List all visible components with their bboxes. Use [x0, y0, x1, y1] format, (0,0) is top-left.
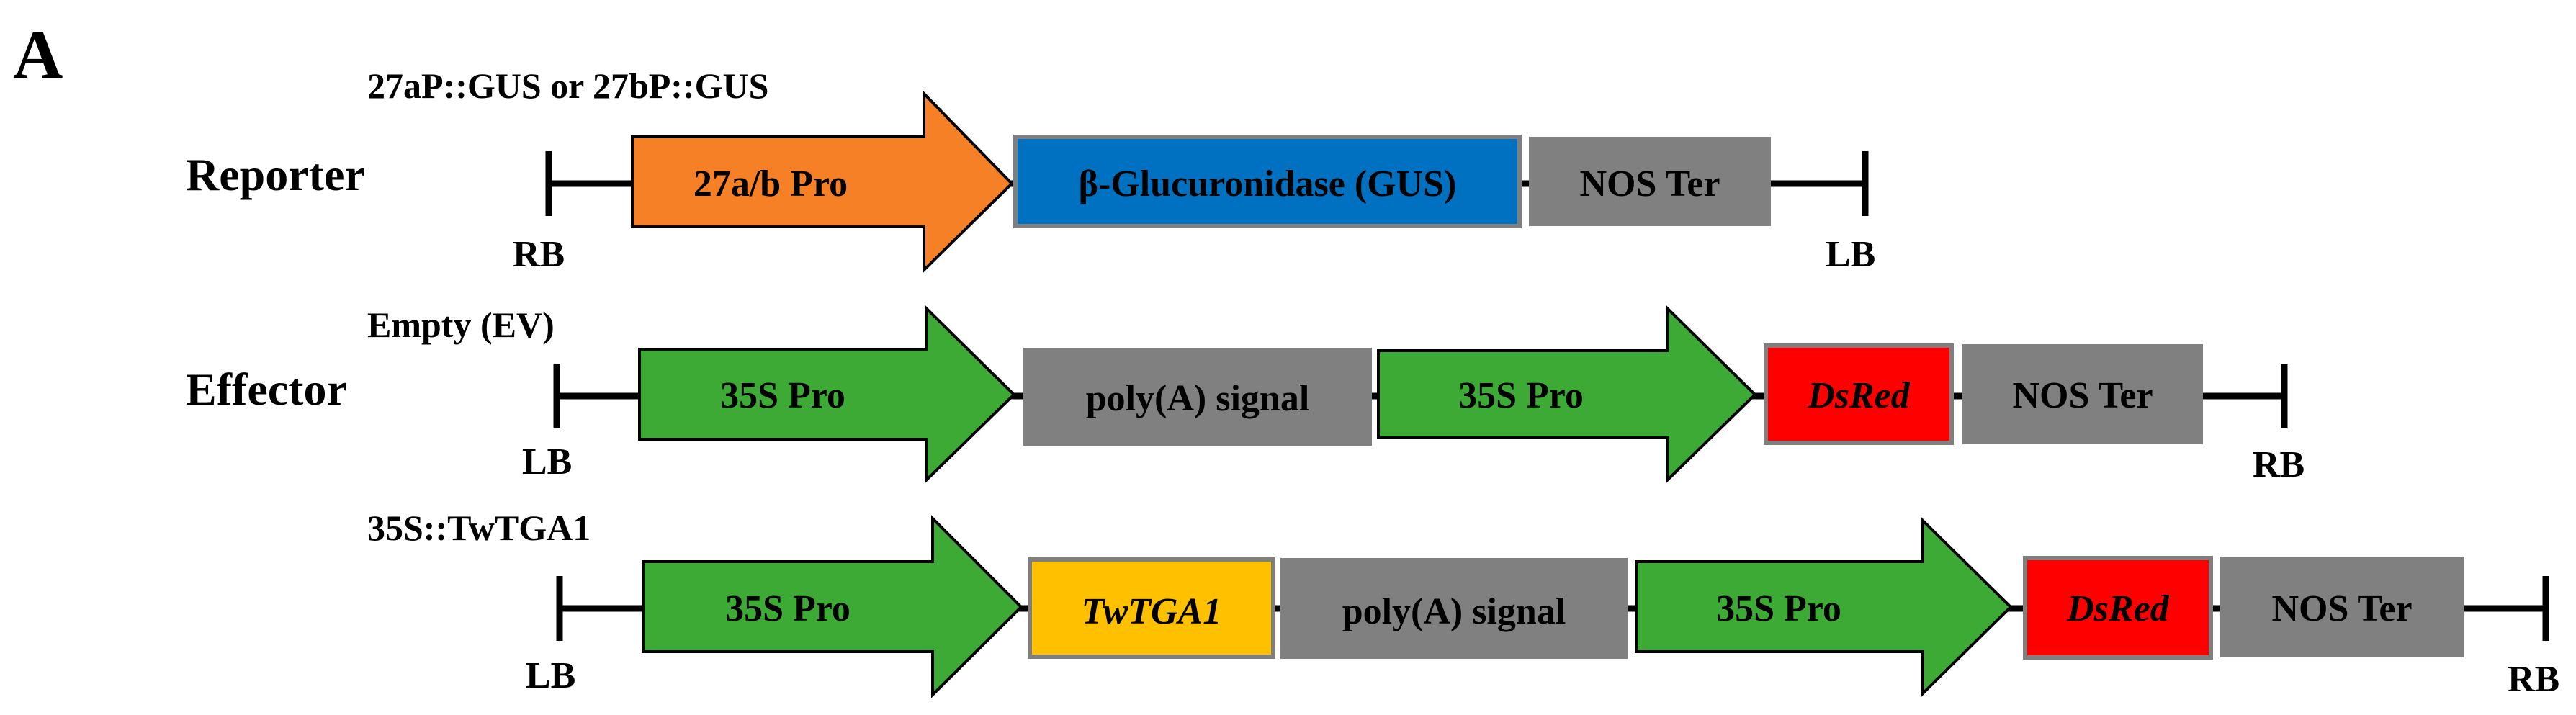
effector-empty-dsred-box: [1764, 343, 1954, 445]
reporter-terminator-label: NOS Ter: [1579, 163, 1720, 204]
reporter-right-border-label: LB: [1826, 234, 1875, 275]
reporter-construct: 27aP::GUS or 27bP::GUS Reporter RB LB 27…: [186, 66, 1875, 275]
effector-empty-construct-label: Empty (EV): [367, 305, 555, 345]
effector-tga1-left-border-label: LB: [526, 655, 575, 696]
effector-tga1-promoter2-label: 35S Pro: [1716, 588, 1841, 629]
effector-tga1-terminator-box: [2220, 557, 2464, 657]
reporter-gus-box: [1013, 135, 1522, 228]
effector-tga1-promoter1-label: 35S Pro: [725, 588, 851, 629]
effector-tga1-construct: 35S::TwTGA1 LB RB 35S Pro TwTGA1 poly(A)…: [367, 508, 2559, 700]
effector-empty-dsred-label: DsRed: [1807, 375, 1911, 416]
effector-tga1-polya-box: [1280, 558, 1628, 659]
effector-empty-left-border-label: LB: [522, 441, 572, 482]
effector-empty-promoter1-label: 35S Pro: [720, 375, 845, 416]
effector-tga1-promoter2-arrow: [1635, 517, 2013, 697]
effector-empty-terminator-box: [1962, 344, 2203, 444]
reporter-construct-label: 27aP::GUS or 27bP::GUS: [367, 66, 768, 106]
effector-tga1-gene-label: TwTGA1: [1082, 591, 1222, 632]
reporter-promoter-label: 27a/b Pro: [694, 163, 848, 204]
effector-tga1-dsred-label: DsRed: [2066, 588, 2170, 629]
effector-row-label: Effector: [186, 364, 347, 415]
panel-label: A: [13, 16, 63, 93]
effector-tga1-polya-label: poly(A) signal: [1342, 591, 1566, 632]
effector-empty-polya-label: poly(A) signal: [1086, 378, 1310, 419]
reporter-terminator-box: [1529, 137, 1771, 226]
reporter-row-label: Reporter: [186, 149, 365, 200]
effector-tga1-terminator-label: NOS Ter: [2271, 588, 2412, 629]
effector-tga1-right-border-label: RB: [2508, 659, 2559, 700]
reporter-promoter-arrow: [631, 90, 1014, 274]
effector-empty-promoter2-label: 35S Pro: [1458, 375, 1584, 416]
effector-empty-promoter2-arrow: [1377, 305, 1757, 484]
reporter-left-border-label: RB: [513, 234, 565, 275]
effector-tga1-construct-label: 35S::TwTGA1: [367, 508, 591, 548]
effector-empty-promoter1-arrow: [638, 305, 1016, 484]
effector-tga1-gene-box: [1028, 557, 1275, 659]
effector-empty-right-border-label: RB: [2253, 444, 2305, 485]
effector-tga1-promoter1-arrow: [642, 515, 1023, 698]
effector-empty-construct: Empty (EV) Effector LB RB 35S Pro poly(A…: [186, 305, 2305, 485]
effector-tga1-dsred-box: [2023, 556, 2213, 660]
reporter-gus-label: β-Glucuronidase (GUS): [1079, 163, 1457, 204]
effector-empty-polya-box: [1023, 348, 1372, 446]
effector-empty-terminator-label: NOS Ter: [2012, 375, 2153, 416]
